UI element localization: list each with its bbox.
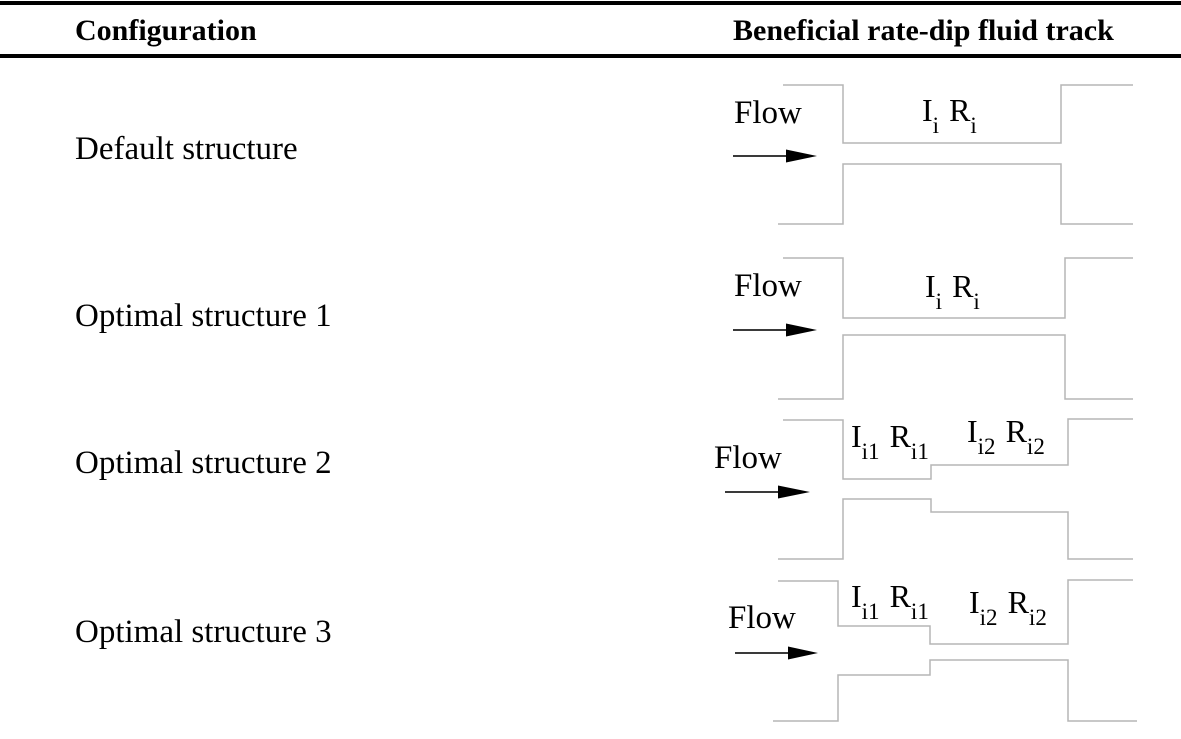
row-label-optimal-structure-1: Optimal structure 1: [75, 298, 332, 334]
flow-arrow-icon: [735, 646, 818, 660]
row-label-optimal-structure-3: Optimal structure 3: [75, 614, 332, 650]
channel-profile-diagram-optimal-1: [733, 257, 1133, 400]
flow-label: Flow: [714, 440, 782, 476]
column-header-track: Beneficial rate-dip fluid track: [733, 14, 1114, 47]
channel-profile-diagram-optimal-3: [735, 579, 1137, 722]
channel-top-wall: [783, 84, 1133, 144]
flow-label: Flow: [734, 268, 802, 304]
channel-profile-diagram-default: [733, 84, 1133, 225]
table-top-rule: [0, 1, 1181, 5]
channel-profile-diagram-optimal-2: [725, 418, 1133, 560]
flow-arrow-icon: [733, 149, 817, 163]
flow-label: Flow: [728, 600, 796, 636]
flow-arrow-icon: [733, 323, 817, 337]
channel-top-wall: [783, 418, 1133, 480]
channel-bottom-wall: [778, 334, 1133, 400]
channel-bottom-wall: [773, 659, 1137, 722]
row-label-optimal-structure-2: Optimal structure 2: [75, 445, 332, 481]
channel-bottom-wall: [778, 498, 1133, 560]
channel-top-wall: [783, 257, 1133, 319]
table-header-rule: [0, 54, 1181, 58]
flow-arrow-icon: [725, 485, 810, 499]
channel-top-wall: [778, 579, 1133, 645]
row-label-default-structure: Default structure: [75, 131, 298, 167]
column-header-configuration: Configuration: [75, 14, 257, 47]
channel-bottom-wall: [778, 163, 1133, 225]
flow-label: Flow: [734, 95, 802, 131]
